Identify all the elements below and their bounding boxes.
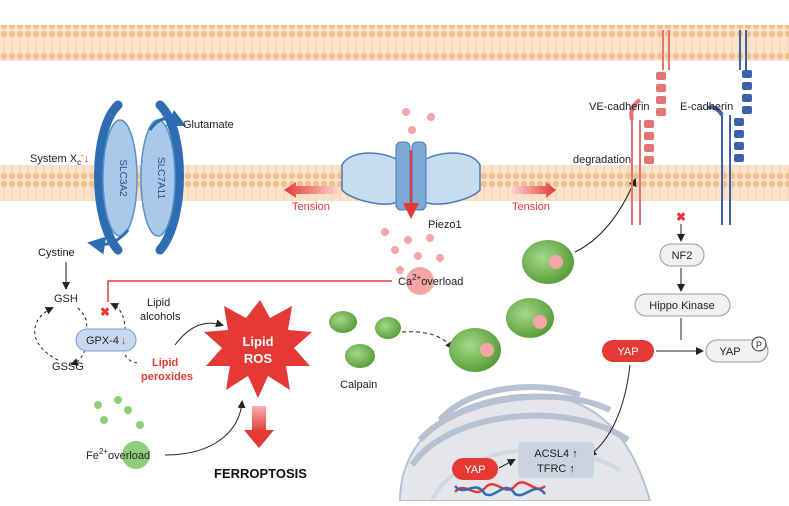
svg-text:System Xc-↓: System Xc-↓ <box>30 151 89 167</box>
yap-node <box>602 340 654 362</box>
system-xc-sup: - <box>81 151 84 160</box>
lipid-alcohols-line2: alcohols <box>140 311 181 323</box>
gpx4-node <box>75 328 137 352</box>
tension-left-arrow <box>284 182 338 198</box>
cadherin-inhibit-mark: ✖ <box>676 210 686 224</box>
fe-overload-node <box>122 441 150 469</box>
gssg-to-gsh-arrow <box>34 307 59 361</box>
acsl4-label: ACSL4 ↑ <box>534 448 577 460</box>
top-membrane <box>0 25 789 61</box>
cystine-label: Cystine <box>38 247 75 259</box>
system-xc-sub: c <box>77 158 81 167</box>
fe-sup: 2+ <box>99 447 108 456</box>
lipid-peroxides-line1: Lipid <box>152 357 178 369</box>
fe-text: Fe <box>86 450 99 462</box>
nuclear-yap-label: YAP <box>464 464 485 476</box>
hippo-kinase-label: Hippo Kinase <box>649 300 714 312</box>
system-xc-text: System X <box>30 153 78 165</box>
phosphate-label: P <box>756 340 762 350</box>
yap-label: YAP <box>617 346 638 358</box>
ca-overload-node <box>406 267 434 295</box>
ros-to-ferroptosis-arrow-shaft <box>252 406 266 432</box>
ca-inhibits-gpx4-line <box>107 280 392 302</box>
dna-helix-icon <box>454 481 547 497</box>
gpx4-label: GPX-4↓ <box>86 335 127 347</box>
fe-ions <box>94 396 144 429</box>
lipid-peroxides-line2: peroxides <box>141 371 193 383</box>
calpain-cluster <box>329 311 401 368</box>
gpx4-to-gssg-arrow <box>70 349 86 366</box>
ca-overload-text: overload <box>421 276 463 288</box>
gsh-label: GSH <box>54 293 78 305</box>
yap-to-genes-arrow <box>498 459 516 469</box>
ca-text: Ca <box>398 276 413 288</box>
gpx4-text: GPX-4 <box>86 335 119 347</box>
slc7a11-label: SLC7A11 <box>155 157 166 200</box>
tension-right-arrow <box>512 182 556 198</box>
gpx4-inhibit-mark: ✖ <box>100 305 110 319</box>
nf2-label: NF2 <box>672 250 693 262</box>
ca-overload-label: Ca2+overload <box>398 273 463 288</box>
calpain-activation-arrow <box>401 331 454 350</box>
ca-sup: 2+ <box>412 273 421 282</box>
lipid-ros-burst: Lipid ROS <box>204 300 312 398</box>
system-xc-transporter: SLC3A2 SLC7A11 <box>87 100 187 255</box>
ros-to-ferroptosis-arrow-head <box>244 430 274 448</box>
hippo-kinase-node <box>634 293 731 317</box>
piezo1-channel <box>341 141 481 219</box>
target-genes-box <box>518 442 594 478</box>
degradation-label: degradation <box>573 154 631 166</box>
tension-left-label: Tension <box>292 201 330 213</box>
phosphate-icon <box>751 336 767 352</box>
system-xc-down-arrow: ↓ <box>84 153 90 165</box>
tfrc-label: TFRC ↑ <box>537 463 575 475</box>
calpain-label: Calpain <box>340 379 377 391</box>
slc3a2-label: SLC3A2 <box>117 159 128 197</box>
glutamate-label: Glutamate <box>183 119 234 131</box>
tension-right-label: Tension <box>512 201 550 213</box>
lipid-alcohols-line1: Lipid <box>147 297 170 309</box>
nuclear-yap-node <box>452 458 498 480</box>
ve-cadherin-label: VE-cadherin <box>589 101 650 113</box>
activated-calpain <box>449 240 574 372</box>
e-cadherin <box>707 30 752 225</box>
lipid-ros-line2: ROS <box>244 351 273 366</box>
system-xc-label: System Xc-↓ <box>30 151 89 167</box>
ve-cadherin <box>629 30 670 225</box>
gsh-to-gpx4-arrow <box>77 307 88 331</box>
nf2-node <box>659 243 705 267</box>
fe-overload-text: overload <box>108 450 150 462</box>
gpx4-to-alcohols-arrow <box>110 303 126 331</box>
yap-p-label: YAP <box>719 346 740 358</box>
fe-overload-label: Fe2+overload <box>86 447 150 462</box>
calpain-to-cadherin-arrow <box>574 178 637 253</box>
piezo1-label: Piezo1 <box>428 219 462 231</box>
ca-ions <box>381 108 444 274</box>
e-cadherin-label: E-cadherin <box>680 101 733 113</box>
peroxides-to-ros-arrow <box>174 319 224 346</box>
peroxides-to-gpx4-arrow <box>124 354 141 364</box>
lipid-ros-line1: Lipid <box>242 334 273 349</box>
yap-to-nucleus-arrow <box>588 364 631 457</box>
fe-to-ros-arrow <box>164 400 246 456</box>
gssg-label: GSSG <box>52 361 84 373</box>
gpx4-down-arrow: ↓ <box>121 335 127 347</box>
ferroptosis-label: FERROPTOSIS <box>214 466 307 481</box>
